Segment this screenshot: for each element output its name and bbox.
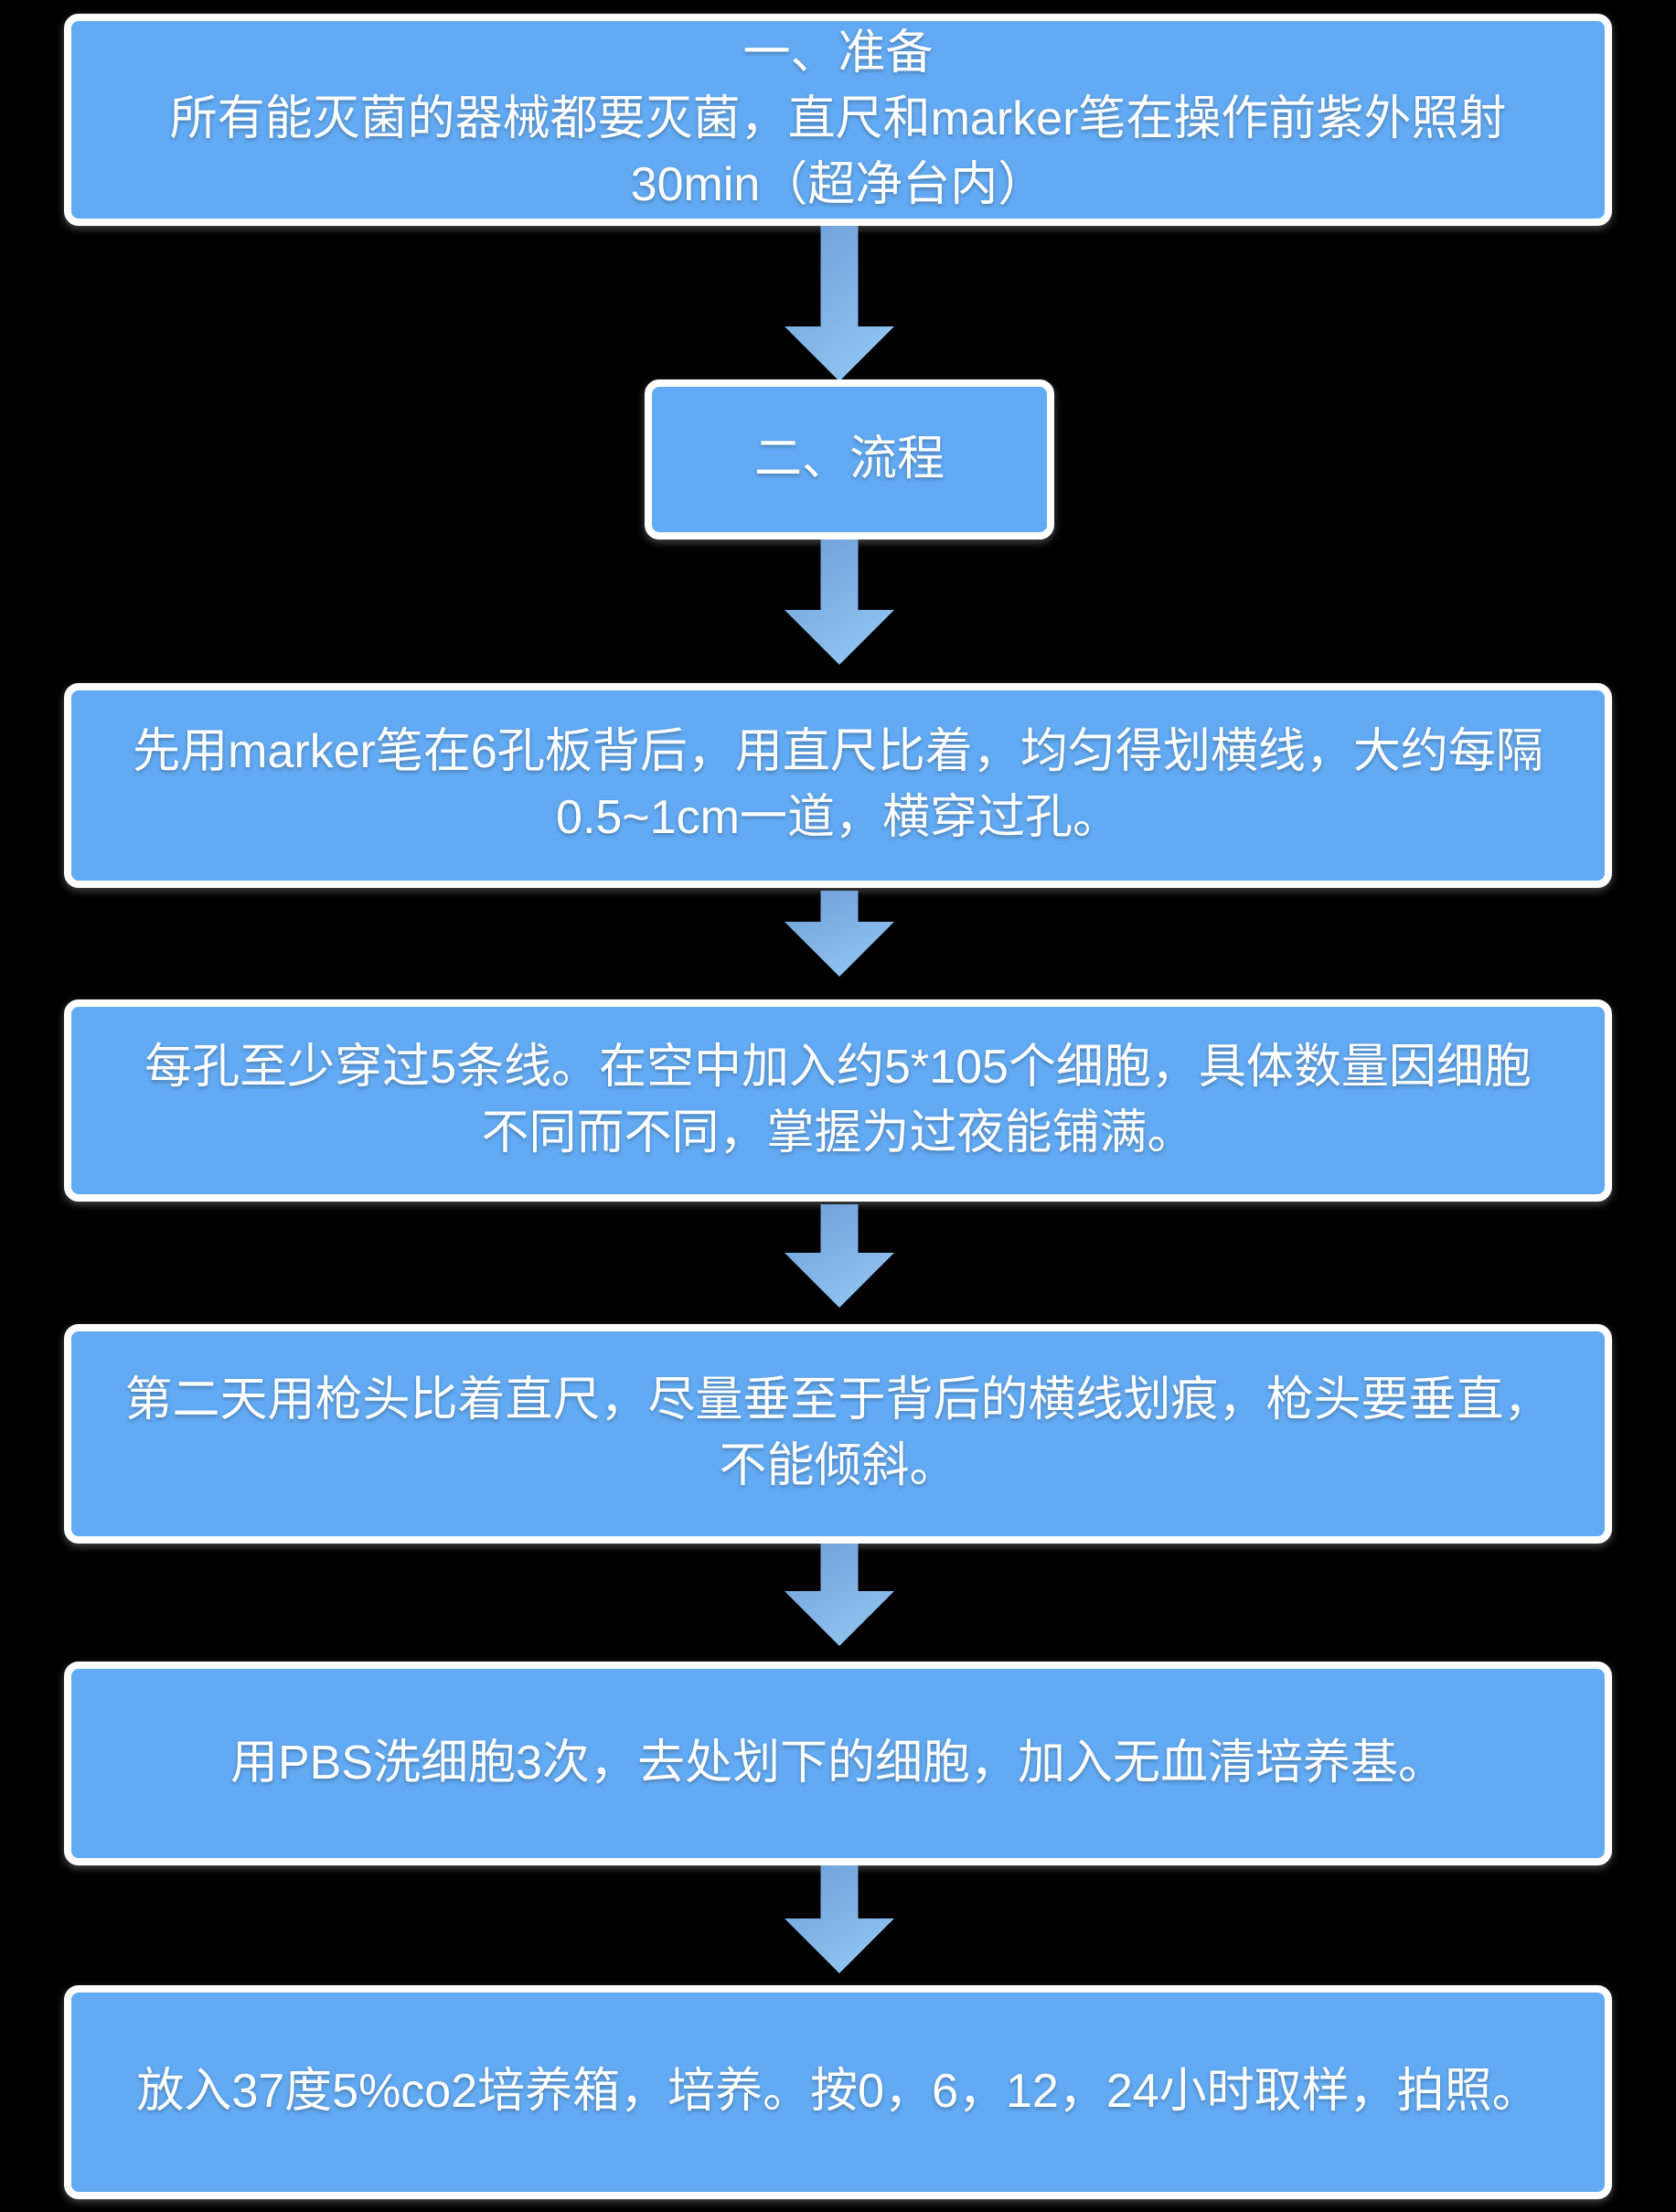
flow-node-draw-lines: 先用marker笔在6孔板背后，用直尺比着，均匀得划横线，大约每隔 0.5~1c… xyxy=(64,683,1612,888)
flow-node-scratch-text: 第二天用枪头比着直尺，尽量垂至于背后的横线划痕，枪头要垂直， 不能倾斜。 xyxy=(124,1373,1552,1492)
flow-node-scratch: 第二天用枪头比着直尺，尽量垂至于背后的横线划痕，枪头要垂直， 不能倾斜。 xyxy=(64,1324,1612,1544)
flow-node-incubate-photograph-text: 放入37度5%co2培养箱，培养。按0，6，12，24小时取样，拍照。 xyxy=(136,2065,1540,2119)
flow-node-wash-cells-text: 用PBS洗细胞3次，去处划下的细胞，加入无血清培养基。 xyxy=(230,1736,1446,1790)
down-arrow-icon xyxy=(785,1544,894,1646)
down-arrow-icon xyxy=(785,1865,894,1973)
down-arrow-icon xyxy=(785,1204,894,1308)
flow-node-preparation: 一、准备 所有能灭菌的器械都要灭菌，直尺和marker笔在操作前紫外照射 30m… xyxy=(64,14,1612,226)
flow-node-preparation-text: 一、准备 所有能灭菌的器械都要灭菌，直尺和marker笔在操作前紫外照射 30m… xyxy=(169,27,1507,211)
flow-node-seed-cells-text: 每孔至少穿过5条线。在空中加入约5*105个细胞，具体数量因细胞 不同而不同，掌… xyxy=(144,1040,1532,1159)
down-arrow-icon xyxy=(785,226,894,381)
down-arrow-icon xyxy=(785,891,894,977)
down-arrow-icon xyxy=(785,540,894,665)
flow-node-process-title-text: 二、流程 xyxy=(753,432,945,486)
flow-node-incubate-photograph: 放入37度5%co2培养箱，培养。按0，6，12，24小时取样，拍照。 xyxy=(64,1985,1612,2199)
flow-node-process-title: 二、流程 xyxy=(645,379,1054,540)
flow-node-wash-cells: 用PBS洗细胞3次，去处划下的细胞，加入无血清培养基。 xyxy=(64,1662,1612,1865)
flow-node-draw-lines-text: 先用marker笔在6孔板背后，用直尺比着，均匀得划横线，大约每隔 0.5~1c… xyxy=(133,725,1543,844)
flow-node-seed-cells: 每孔至少穿过5条线。在空中加入约5*105个细胞，具体数量因细胞 不同而不同，掌… xyxy=(64,999,1612,1202)
